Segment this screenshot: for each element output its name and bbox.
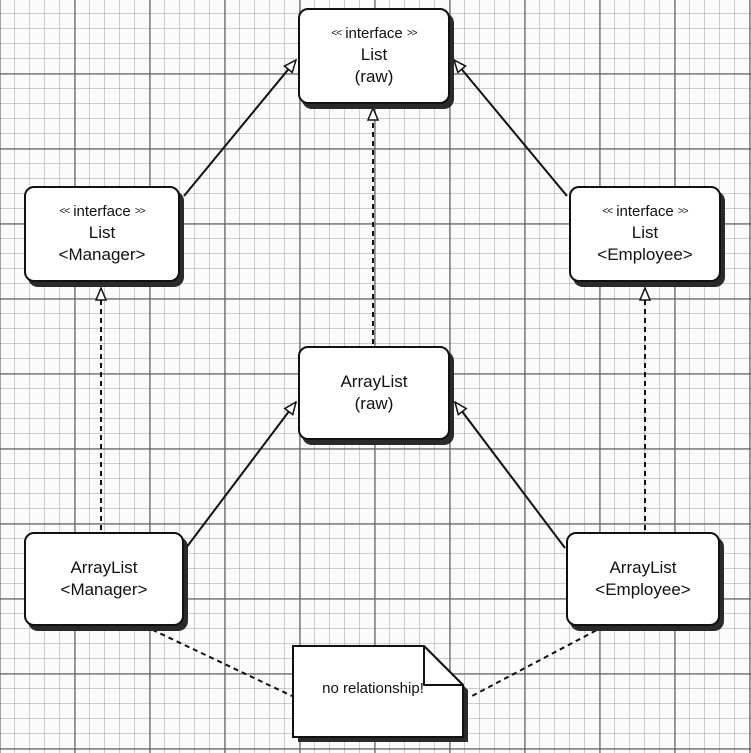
guillemet-close: >> [677,206,689,217]
note-fold-corner [423,645,464,686]
node-name: List [631,223,659,242]
stereotype-text: interface [616,203,674,220]
guillemet-open: << [602,206,613,217]
node-name: ArrayList [70,558,138,577]
edge-arraylist-manager-to-arraylist-raw [185,402,296,549]
node-name: List [88,223,116,242]
stereotype-label: << interface >> [602,202,689,222]
node-type-param: <Employee> [597,245,693,264]
node-type-param: (raw) [354,394,394,413]
note-shape[interactable] [292,645,472,743]
edge-arraylist-employee-to-arraylist-raw [455,402,566,549]
note-link-manager [135,621,293,697]
guillemet-close: >> [134,206,146,217]
node-name: List [360,45,388,64]
class-arraylist-raw[interactable]: ArrayList (raw) [298,346,450,440]
interface-list-raw[interactable]: << interface >> List (raw) [298,8,450,104]
guillemet-open: << [331,28,342,39]
interface-list-manager[interactable]: << interface >> List <Manager> [24,186,180,282]
class-arraylist-employee[interactable]: ArrayList <Employee> [566,532,720,626]
node-type-param: <Manager> [60,580,148,599]
stereotype-label: << interface >> [59,202,146,222]
node-name: ArrayList [340,372,408,391]
node-name: ArrayList [609,558,677,577]
node-type-param: <Manager> [58,245,146,264]
edge-list-employee-to-list-raw [454,60,568,197]
node-type-param: (raw) [354,67,394,86]
interface-list-employee[interactable]: << interface >> List <Employee> [569,186,721,282]
guillemet-open: << [59,206,70,217]
node-type-param: <Employee> [595,580,691,599]
note-link-employee [471,621,613,697]
edge-list-manager-to-list-raw [183,60,296,197]
stereotype-text: interface [73,203,131,220]
stereotype-label: << interface >> [331,24,418,44]
stereotype-text: interface [345,25,403,42]
class-arraylist-manager[interactable]: ArrayList <Manager> [24,532,184,626]
note-text: no relationship! [322,680,424,697]
guillemet-close: >> [406,28,418,39]
